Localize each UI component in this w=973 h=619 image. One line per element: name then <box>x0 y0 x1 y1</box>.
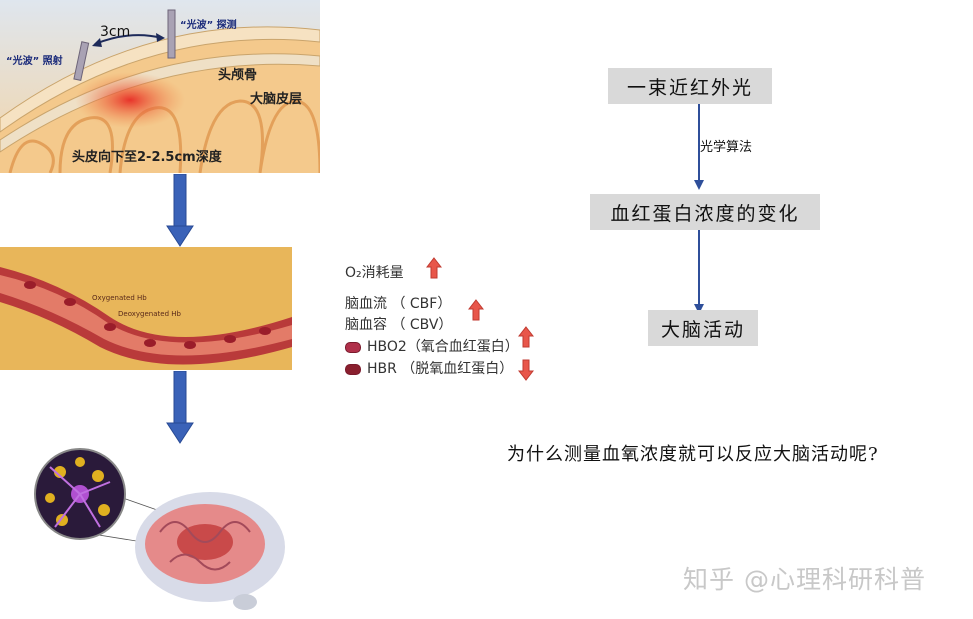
deoxygenated-label: Deoxygenated Hb <box>118 310 181 318</box>
blood-vessel-illustration: Oxygenated Hb Deoxygenated Hb <box>0 247 292 370</box>
flow-step-2-label: 血红蛋白浓度的变化 <box>610 202 800 225</box>
down-arrow-icon <box>518 359 534 381</box>
flow-step-brain-activity: 大脑活动 <box>648 310 758 346</box>
detector-label: “光波” 探测 <box>180 20 237 31</box>
down-arrow-icon <box>166 371 194 444</box>
red-blood-cell-icon <box>345 341 361 353</box>
cortex-label: 大脑皮层 <box>250 92 303 107</box>
flow-step-3-label: 大脑活动 <box>660 318 745 341</box>
flow-arrow-icon <box>694 104 704 190</box>
o2-label: O₂消耗量 <box>345 265 404 281</box>
skull-cross-section-image <box>0 0 320 173</box>
legend-cbv: 脑血容 （ CBV） <box>345 314 452 334</box>
skull-nirs-illustration: 3cm “光波” 照射 “光波” 探测 头颅骨 大脑皮层 头皮向下至2-2.5c… <box>0 0 320 173</box>
cbv-label: 脑血容 （ CBV） <box>345 317 453 333</box>
flow-arrow-icon <box>694 230 704 314</box>
red-blood-cell-icon <box>345 363 361 375</box>
source-label: “光波” 照射 <box>6 56 63 67</box>
oxygenated-label: Oxygenated Hb <box>92 294 147 302</box>
flow-step-1-label: 一束近红外光 <box>626 76 753 99</box>
flow-step-nir-light: 一束近红外光 <box>608 68 772 104</box>
legend-o2-consumption: O₂消耗量 <box>345 262 404 282</box>
hbo2-label: HBO2（氧合血红蛋白） <box>367 339 519 355</box>
skull-label: 头颅骨 <box>218 68 258 83</box>
legend-hbo2: HBO2（氧合血红蛋白） <box>345 336 519 356</box>
down-arrow-icon <box>166 174 194 247</box>
brain-neuron-image <box>34 448 285 610</box>
legend-hbr: HBR （脱氧血红蛋白） <box>345 358 513 378</box>
legend-cbf: 脑血流 （ CBF） <box>345 293 451 313</box>
cbf-label: 脑血流 （ CBF） <box>345 296 452 312</box>
depth-label: 头皮向下至2-2.5cm深度 <box>72 150 222 165</box>
hbr-label: HBR （脱氧血红蛋白） <box>367 361 514 377</box>
up-arrow-icon <box>518 326 534 348</box>
up-arrow-icon <box>468 299 484 321</box>
up-arrow-icon <box>426 257 442 279</box>
flow-step-hemoglobin-change: 血红蛋白浓度的变化 <box>590 194 820 230</box>
question-text: 为什么测量血氧浓度就可以反应大脑活动呢? <box>507 444 879 465</box>
watermark: 知乎 @心理科研科普 <box>683 565 926 594</box>
blood-vessel-image <box>0 247 292 370</box>
brain-illustration <box>0 432 300 619</box>
distance-label: 3cm <box>100 24 131 40</box>
flow-edge-label: 光学算法 <box>700 140 753 155</box>
